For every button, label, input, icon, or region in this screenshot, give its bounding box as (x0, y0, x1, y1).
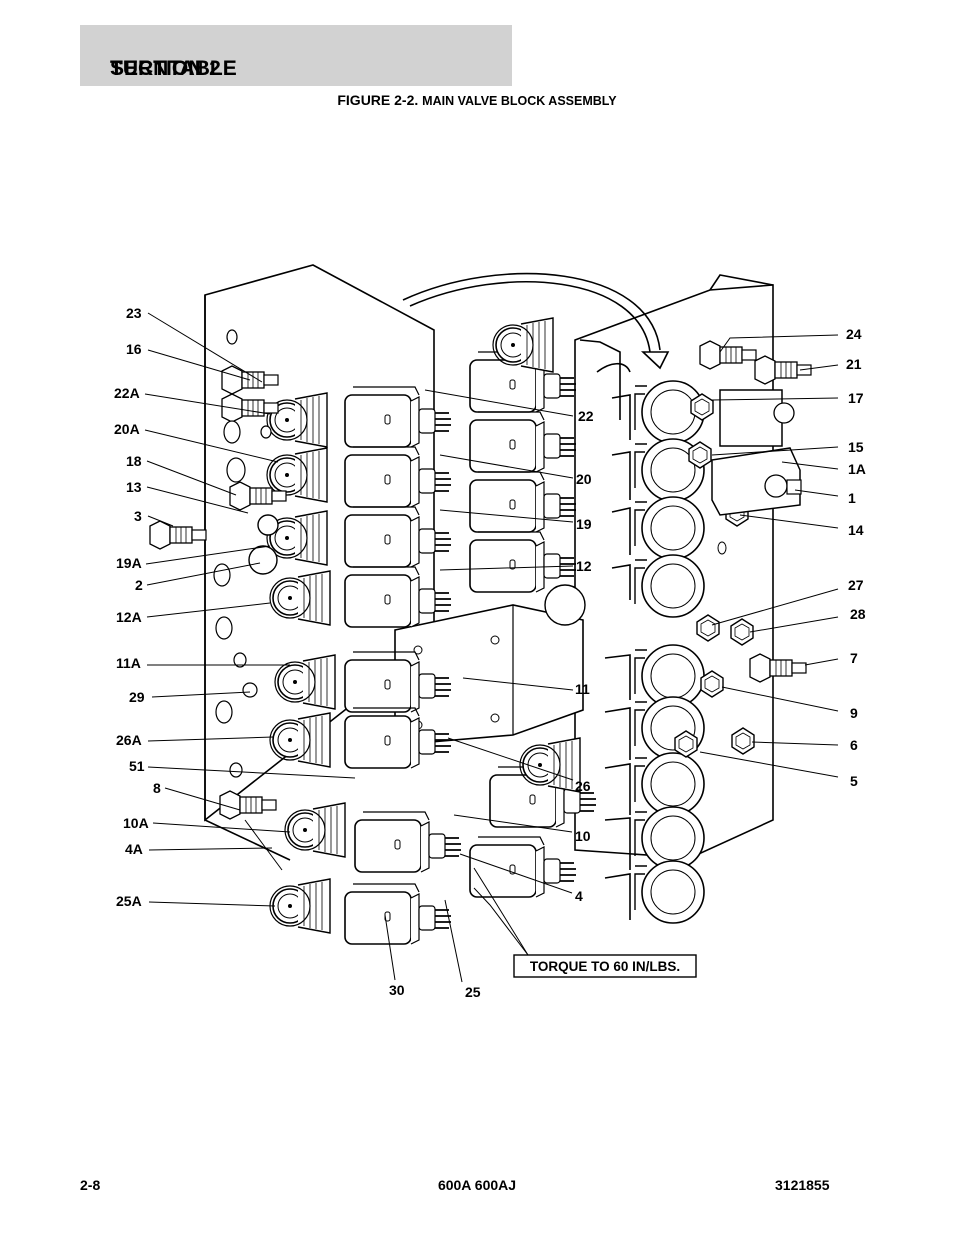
callout-12: 12 (576, 558, 592, 574)
figure-number: FIGURE 2-2. (337, 92, 419, 108)
callout-28: 28 (850, 606, 866, 622)
callout-labels: 23 16 22A 20A 18 13 3 19A 2 12A 11A 29 2… (114, 305, 866, 1000)
callout-10: 10 (575, 828, 591, 844)
section-number: SECTION 2 (110, 57, 221, 80)
callout-20a: 20A (114, 421, 140, 437)
model-number: 600A 600AJ (437, 1177, 517, 1193)
callout-12a: 12A (116, 609, 142, 625)
figure-caption: MAIN VALVE BLOCK ASSEMBLY (422, 94, 617, 108)
callout-23: 23 (126, 305, 142, 321)
callout-9: 9 (850, 705, 858, 721)
callout-51: 51 (129, 758, 145, 774)
callout-25: 25 (465, 984, 481, 1000)
callout-8: 8 (153, 780, 161, 796)
section-header: SECTION 2 TURNTABLE (80, 25, 512, 86)
torque-note-text: TORQUE TO 60 IN/LBS. (530, 959, 680, 974)
section-title: SECTION 2 TURNTABLE (95, 41, 237, 80)
document-number: 3121855 (775, 1177, 830, 1193)
callout-14: 14 (848, 522, 864, 538)
callout-3: 3 (134, 508, 142, 524)
leader-lines (144, 312, 839, 983)
callout-30: 30 (389, 982, 405, 998)
callout-16: 16 (126, 341, 142, 357)
callout-29: 29 (129, 689, 145, 705)
callout-22: 22 (578, 408, 594, 424)
callout-26a: 26A (116, 732, 142, 748)
torque-note: TORQUE TO 60 IN/LBS. (473, 867, 697, 978)
page-number: 2-8 (80, 1177, 101, 1193)
callout-21: 21 (846, 356, 862, 372)
callout-11: 11 (575, 681, 590, 697)
callout-6: 6 (850, 737, 858, 753)
callout-27: 27 (848, 577, 864, 593)
manifold-center-block (394, 584, 586, 746)
callout-13: 13 (126, 479, 142, 495)
callout-25a: 25A (116, 893, 142, 909)
callout-15: 15 (848, 439, 864, 455)
callout-18: 18 (126, 453, 142, 469)
assembly-arrow (402, 272, 670, 370)
callout-22a: 22A (114, 385, 140, 401)
callout-5: 5 (850, 773, 858, 789)
callout-20: 20 (576, 471, 592, 487)
callout-1: 1 (848, 490, 856, 506)
callout-4: 4 (575, 888, 583, 904)
section-name: TURNTABLE (110, 57, 237, 80)
callout-10a: 10A (123, 815, 149, 831)
left-fittings (149, 365, 287, 820)
figure-title: FIGURE 2-2. MAIN VALVE BLOCK ASSEMBLY (0, 92, 954, 108)
callout-26: 26 (575, 778, 591, 794)
callout-11a: 11A (116, 655, 141, 671)
callout-4a: 4A (125, 841, 143, 857)
callout-19a: 19A (116, 555, 142, 571)
callout-19: 19 (576, 516, 592, 532)
callout-2: 2 (135, 577, 143, 593)
callout-1a: 1A (848, 461, 866, 477)
callout-17: 17 (848, 390, 864, 406)
callout-24: 24 (846, 326, 862, 342)
callout-7: 7 (850, 650, 858, 666)
right-block-brackets (604, 394, 631, 920)
